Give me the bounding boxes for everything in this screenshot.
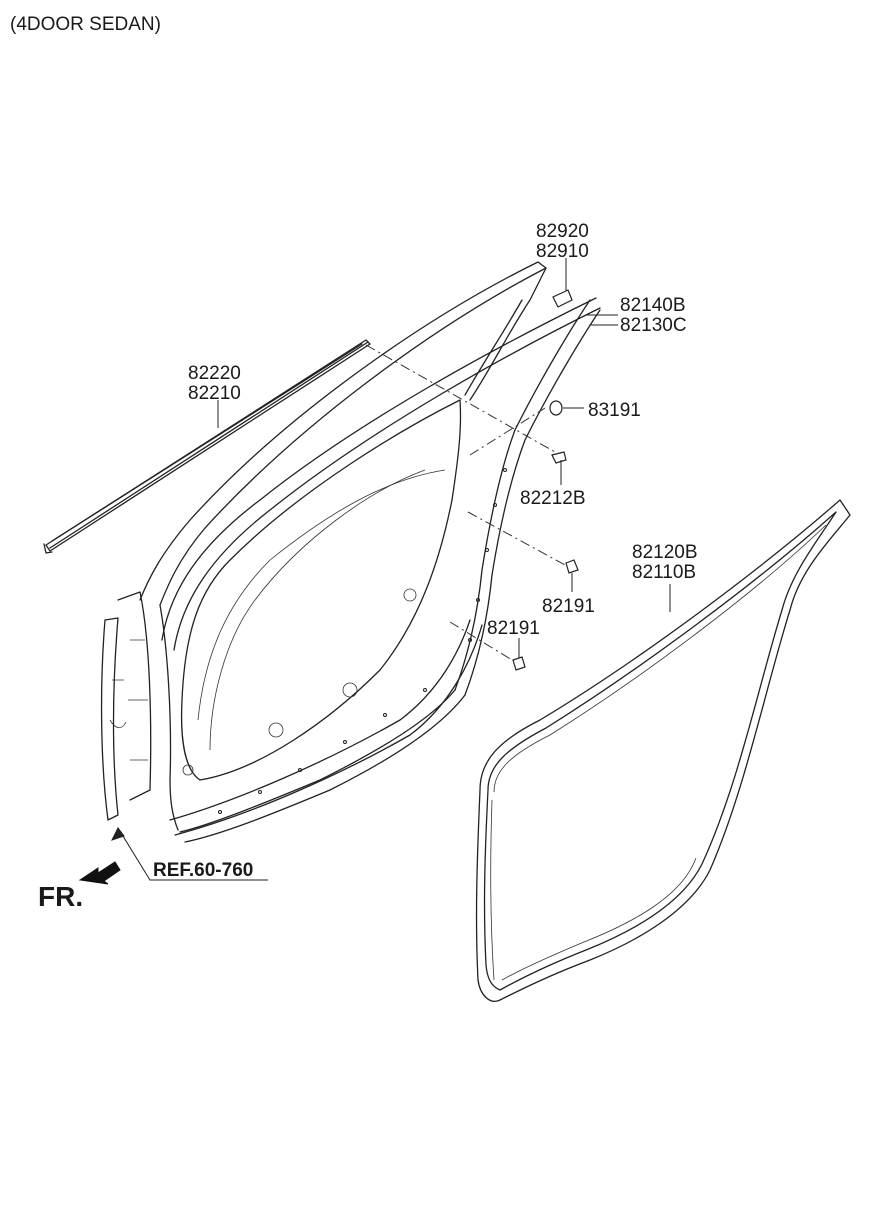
callout-82120b: 82120B bbox=[632, 542, 698, 563]
callout-82191-lower: 82191 bbox=[487, 618, 540, 639]
callout-82140b: 82140B bbox=[620, 295, 686, 316]
callout-82191-upper: 82191 bbox=[542, 596, 595, 617]
door-weatherstrip bbox=[475, 499, 851, 1002]
front-label: FR. bbox=[38, 881, 83, 912]
grommet-part bbox=[549, 400, 584, 416]
reference-arrow bbox=[111, 827, 268, 881]
callout-82130c: 82130C bbox=[620, 315, 687, 336]
diagram-caption: (4DOOR SEDAN) bbox=[10, 14, 161, 35]
reference-label: REF.60-760 bbox=[153, 860, 253, 881]
belt-molding bbox=[43, 339, 371, 554]
pin-part-upper bbox=[565, 559, 579, 592]
clip-part bbox=[551, 451, 567, 485]
callout-82920: 82920 bbox=[536, 221, 589, 242]
callout-83191: 83191 bbox=[588, 400, 641, 421]
callout-82210: 82210 bbox=[188, 383, 241, 404]
callout-82910: 82910 bbox=[536, 241, 589, 262]
channel-clip bbox=[552, 258, 573, 308]
callout-82220: 82220 bbox=[188, 363, 241, 384]
pin-part-lower bbox=[512, 638, 526, 671]
door-frame bbox=[100, 261, 601, 843]
leader-lines bbox=[365, 314, 618, 661]
front-arrow-icon bbox=[78, 861, 121, 885]
callout-82110b: 82110B bbox=[632, 562, 696, 583]
callout-82212b: 82212B bbox=[520, 488, 586, 509]
